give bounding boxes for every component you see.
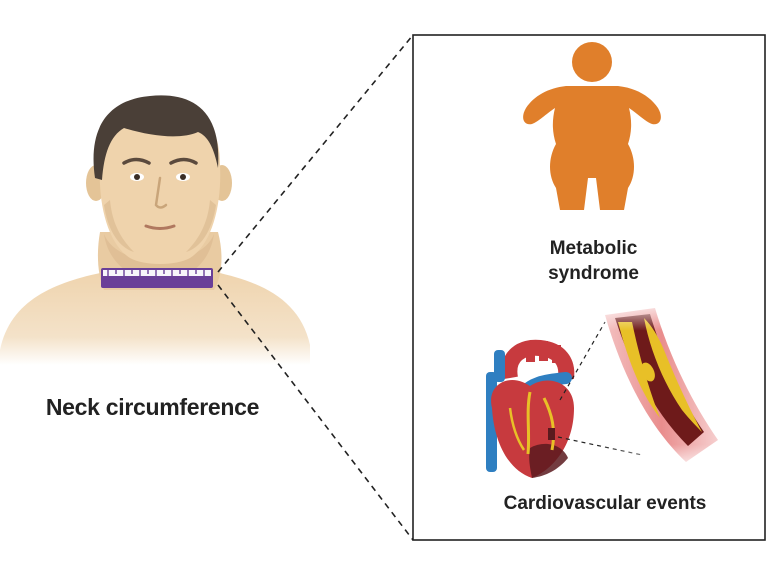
obese-body-icon: [523, 42, 661, 210]
metabolic-label-line1: Metabolic: [549, 238, 638, 259]
person-cheek-right: [186, 200, 216, 252]
person-nose: [154, 176, 168, 209]
person-pupil-right: [180, 174, 186, 180]
measuring-tape-icon: [101, 268, 213, 288]
cardiovascular-events-label: Cardiovascular events: [503, 493, 707, 514]
person-mouth: [144, 224, 176, 230]
metabolic-syndrome-label: Metabolic syndrome: [486, 236, 701, 286]
zoom-line-top: [217, 34, 414, 273]
person-shoulders: [0, 272, 310, 365]
artery-plaque-icon: [600, 300, 725, 470]
person-cheek-left: [104, 200, 134, 252]
person-eyebrow-right: [169, 157, 198, 165]
person-hair: [93, 95, 219, 180]
person-eyebrow-left: [122, 157, 151, 165]
heart-icon: [486, 339, 575, 478]
artery-connector-top: [559, 321, 606, 401]
zoom-line-bottom: [217, 284, 414, 541]
person-pupil-left: [134, 174, 140, 180]
metabolic-label-line2: syndrome: [548, 263, 639, 284]
person-illustration: [0, 95, 310, 365]
neck-circumference-label: Neck circumference: [45, 394, 260, 420]
detail-frame: [412, 34, 766, 541]
